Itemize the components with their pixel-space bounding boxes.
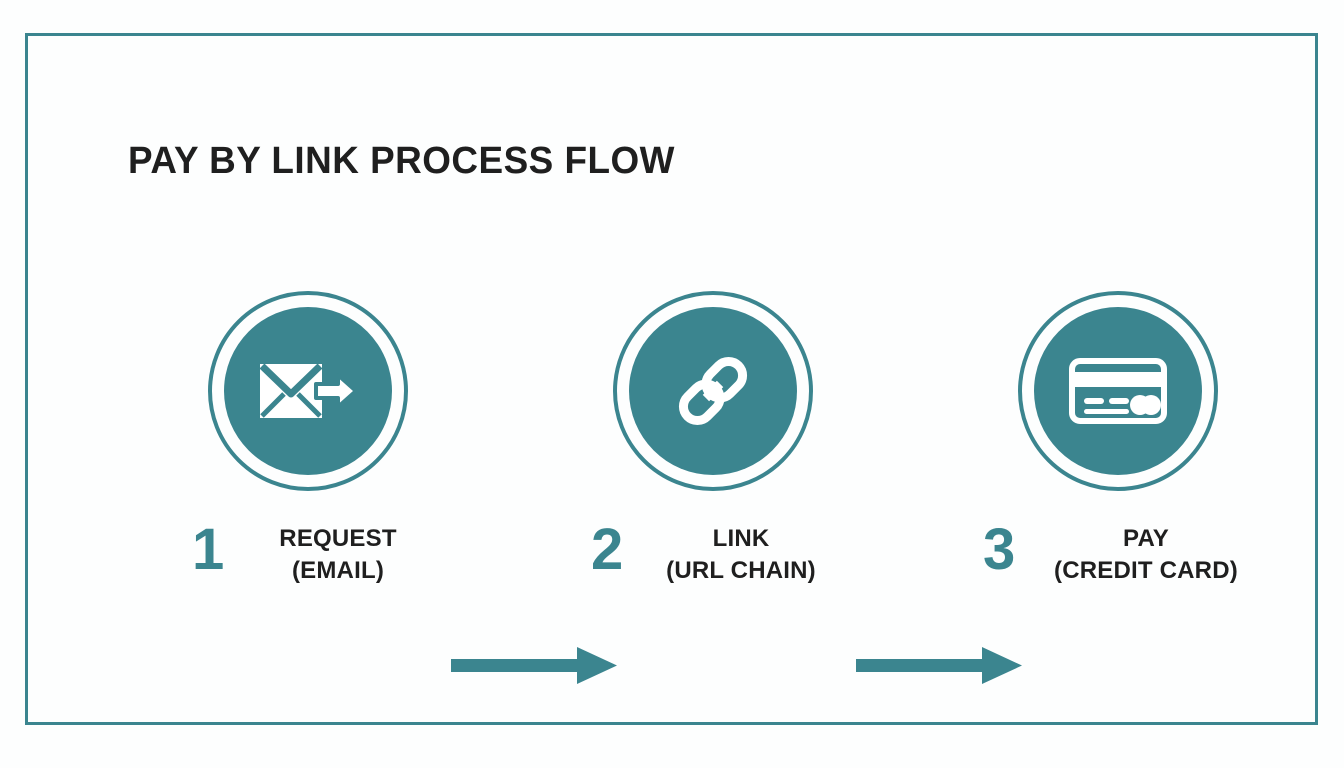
page-title: PAY BY LINK PROCESS FLOW (128, 140, 675, 182)
step-number-3: 3 (983, 517, 1016, 582)
arrow-step1-to-step2 (451, 643, 619, 689)
step-label-primary-3: PAY (1123, 525, 1169, 552)
step-labels-3: PAY (CREDIT CARD) (1016, 523, 1276, 588)
diagram-frame: PAY BY LINK PROCESS FLOW (25, 33, 1318, 725)
step-number-1: 1 (192, 517, 225, 582)
circle-disc-3 (1034, 307, 1202, 475)
process-step-request: 1 REQUEST (EMAIL) (178, 291, 438, 631)
arrow-step2-to-step3 (856, 643, 1024, 689)
step-icon-circle-3 (1018, 291, 1218, 491)
step-label-secondary-3: (CREDIT CARD) (1054, 557, 1238, 585)
circle-outer-ring-1 (208, 291, 408, 491)
step-label-primary-2: LINK (712, 525, 770, 552)
process-steps: 1 REQUEST (EMAIL) (53, 291, 1344, 684)
step-labels-1: REQUEST (EMAIL) (208, 523, 468, 588)
step-number-2: 2 (591, 517, 624, 582)
circle-disc-2 (629, 307, 797, 475)
credit-card-icon (1067, 354, 1169, 428)
step-label-primary-1: REQUEST (279, 525, 397, 552)
circle-outer-ring-2 (613, 291, 813, 491)
process-step-link: 2 LINK (URL CHAIN) (583, 291, 843, 631)
step-caption-3: 3 PAY (CREDIT CARD) (983, 517, 1248, 597)
step-labels-2: LINK (URL CHAIN) (611, 523, 871, 588)
step-icon-circle-2 (613, 291, 813, 491)
chain-link-icon (667, 345, 759, 437)
process-step-pay: 3 PAY (CREDIT CARD) (983, 291, 1248, 631)
circle-disc-1 (224, 307, 392, 475)
circle-outer-ring-3 (1018, 291, 1218, 491)
envelope-send-icon (254, 354, 362, 428)
step-label-secondary-1: (EMAIL) (291, 557, 385, 585)
step-caption-2: 2 LINK (URL CHAIN) (583, 517, 843, 597)
step-caption-1: 1 REQUEST (EMAIL) (178, 517, 438, 597)
step-icon-circle-1 (208, 291, 408, 491)
step-label-secondary-2: (URL CHAIN) (666, 557, 816, 585)
